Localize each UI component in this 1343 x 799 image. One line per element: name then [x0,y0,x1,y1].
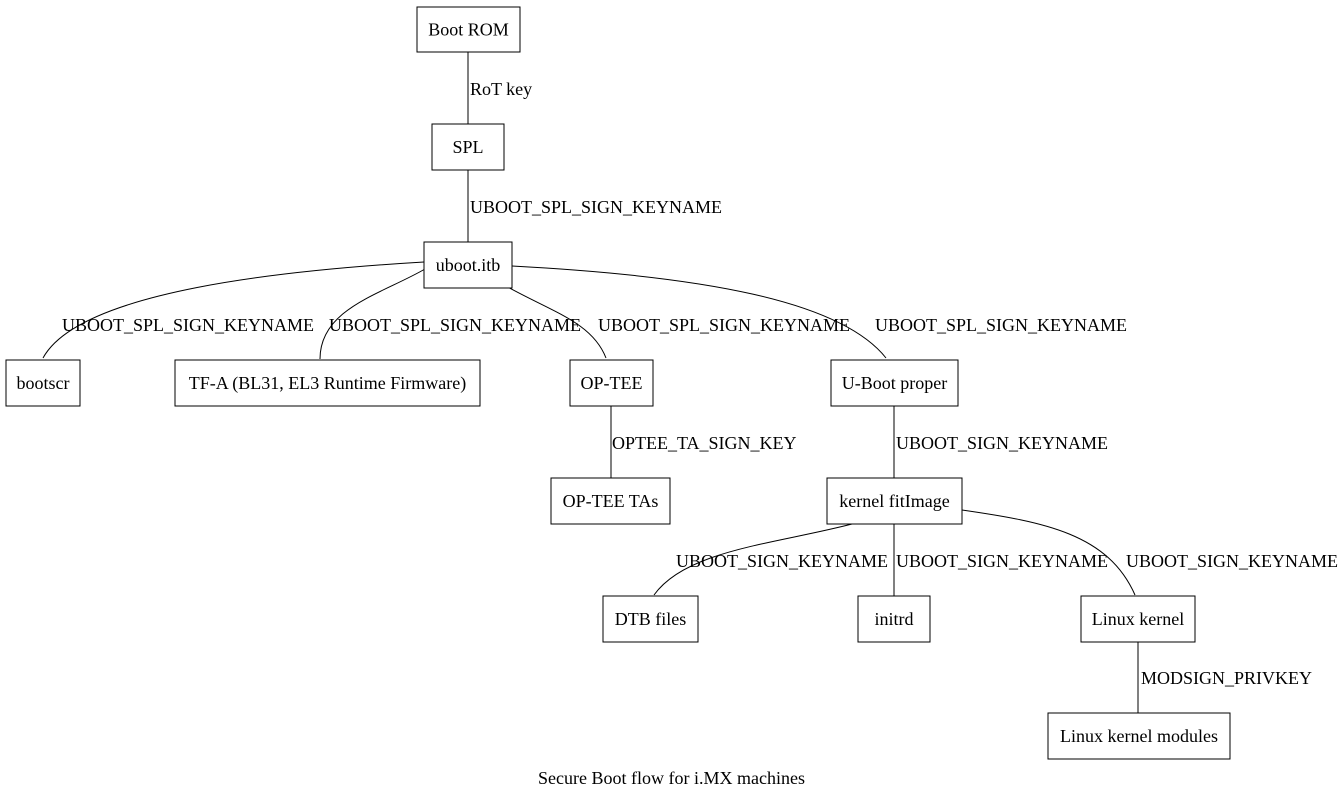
edge-label-op-tee-to-op-tee-tas: OPTEE_TA_SIGN_KEY [612,433,797,453]
node-spl [431,123,505,171]
node-bootscr [5,359,81,407]
edge-label-uboot-itb-to-u-boot-proper: UBOOT_SPL_SIGN_KEYNAME [875,315,1127,335]
node-label-linux-kernel: Linux kernel [1092,609,1184,629]
node-tfa [174,359,481,407]
node-dtb-files [602,595,699,643]
nodes-layer: Boot ROM SPL uboot.itb bootscr TF-A (BL31, E… [5,6,1231,760]
edge-label-kernel-fitimage-to-dtb-files: UBOOT_SIGN_KEYNAME [676,551,888,571]
edge-label-u-boot-proper-to-kernel-fitimage: UBOOT_SIGN_KEYNAME [896,433,1108,453]
node-kernel-fitimage [826,477,963,525]
edge-label-boot-rom-to-spl: RoT key [470,79,532,99]
node-label-spl: SPL [452,137,483,157]
node-linux-kernel [1080,595,1196,643]
edge-label-spl-to-uboot-itb: UBOOT_SPL_SIGN_KEYNAME [470,197,722,217]
node-label-dtb-files: DTB files [615,609,687,629]
node-uboot-itb [423,241,513,289]
edge-uboot-itb-to-op-tee [503,284,607,359]
node-label-kernel-fitimage: kernel fitImage [839,491,949,511]
edges-layer [42,52,1139,713]
edge-kernel-fitimage-to-linux-kernel [961,509,1136,596]
edge-uboot-itb-to-bootscr [42,261,425,359]
node-initrd [857,595,931,643]
node-label-op-tee: OP-TEE [581,373,643,393]
node-u-boot-proper [830,359,959,407]
edge-label-uboot-itb-to-op-tee: UBOOT_SPL_SIGN_KEYNAME [598,315,850,335]
node-label-bootscr: bootscr [17,373,70,393]
node-label-uboot-itb: uboot.itb [436,255,501,275]
node-op-tee [569,359,654,407]
node-label-linux-kernel-modules: Linux kernel modules [1060,726,1218,746]
node-label-op-tee-tas: OP-TEE TAs [563,491,659,511]
edge-uboot-itb-to-tfa [319,268,426,360]
node-linux-kernel-modules [1047,712,1231,760]
node-boot-rom [416,6,521,53]
edge-label-linux-kernel-to-linux-kernel-modules: MODSIGN_PRIVKEY [1141,668,1312,688]
diagram-caption: Secure Boot flow for i.MX machines [538,768,805,788]
node-label-boot-rom: Boot ROM [428,20,509,40]
edge-label-uboot-itb-to-bootscr: UBOOT_SPL_SIGN_KEYNAME [62,315,314,335]
node-op-tee-tas [550,477,671,525]
edge-label-kernel-fitimage-to-initrd: UBOOT_SIGN_KEYNAME [896,551,1108,571]
node-label-initrd: initrd [875,609,914,629]
node-label-u-boot-proper: U-Boot proper [842,373,947,393]
edge-kernel-fitimage-to-dtb-files [653,523,853,596]
node-label-tfa: TF-A (BL31, EL3 Runtime Firmware) [189,373,466,394]
edge-label-kernel-fitimage-to-linux-kernel: UBOOT_SIGN_KEYNAME [1126,551,1338,571]
edge-uboot-itb-to-u-boot-proper [511,265,887,359]
edge-label-uboot-itb-to-tfa: UBOOT_SPL_SIGN_KEYNAME [329,315,581,335]
